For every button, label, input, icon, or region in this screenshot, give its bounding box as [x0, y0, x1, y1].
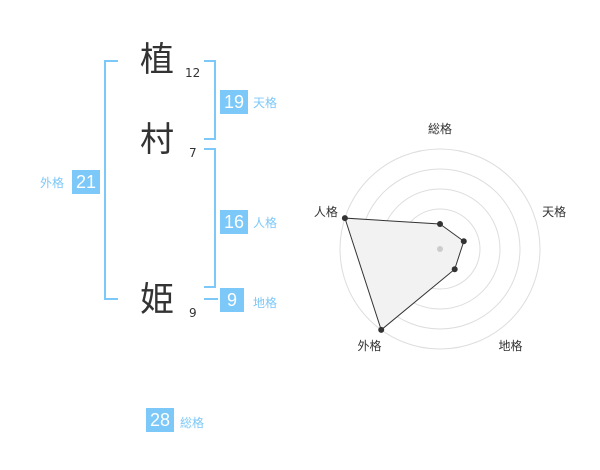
jinkaku-label: 人格: [253, 216, 278, 230]
radar-point-3: [378, 326, 385, 333]
stroke-count-2: 7: [189, 146, 197, 160]
radar-point-2: [451, 266, 458, 273]
radar-point-1: [460, 238, 467, 245]
chi-connector: [204, 298, 218, 300]
name-char-1: 植: [140, 40, 174, 80]
radar-axis-label-1: 天格: [542, 204, 566, 219]
jinkaku-value-badge: 16: [220, 210, 248, 234]
tenkaku-label: 天格: [253, 96, 278, 110]
ten-bracket-vertical: [214, 60, 216, 140]
jin-bracket-top: [204, 148, 216, 150]
soukaku-value-badge: 28: [146, 408, 174, 432]
soukaku-label: 総格: [180, 416, 205, 430]
radar-ring-5: [339, 148, 541, 350]
radar-point-0: [437, 221, 443, 227]
jin-bracket-bottom: [204, 286, 216, 288]
outer-bracket-bottom: [104, 298, 118, 300]
outer-bracket-vertical: [104, 60, 106, 300]
tenkaku-value-badge: 19: [220, 90, 248, 114]
gaikaku-value-badge: 21: [72, 170, 100, 194]
ten-bracket-bottom: [204, 138, 216, 140]
gaikaku-label: 外格: [40, 176, 65, 190]
outer-bracket-top: [104, 60, 118, 62]
ten-bracket-top: [204, 60, 216, 62]
stroke-count-1: 12: [185, 66, 201, 80]
radar-axis-label-2: 地格: [499, 338, 523, 353]
radar-axis-label-0: 総格: [428, 121, 452, 136]
chikaku-label: 地格: [253, 296, 278, 310]
name-char-3: 姫: [140, 280, 174, 320]
radar-data-polygon: [344, 217, 465, 331]
radar-center-dot: [437, 246, 443, 252]
radar-point-4: [341, 215, 348, 222]
name-char-2: 村: [140, 120, 174, 160]
radar-axis-label-3: 外格: [357, 338, 381, 353]
chikaku-value-badge: 9: [220, 288, 244, 312]
jin-bracket-vertical: [214, 148, 216, 288]
stroke-count-3: 9: [189, 306, 197, 320]
radar-axis-label-4: 人格: [314, 204, 338, 219]
radar-points: [341, 215, 467, 333]
